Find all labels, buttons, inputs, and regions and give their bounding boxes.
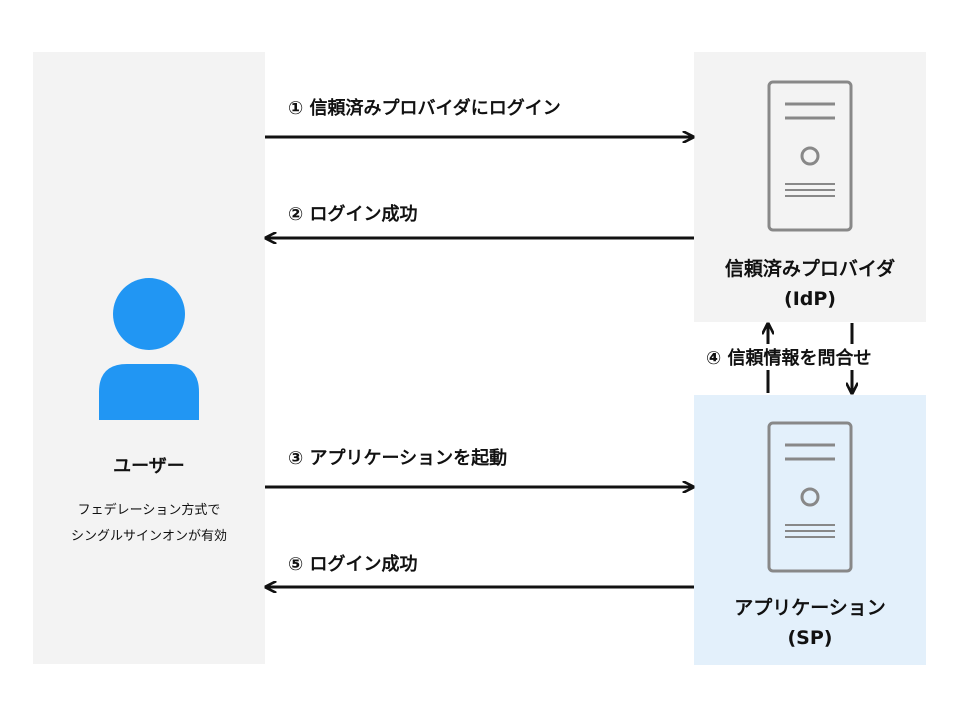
user-description-line1: フェデレーション方式で [77, 503, 221, 518]
step4-label: ④ 信頼情報を問合せ [704, 344, 874, 370]
step2-label: ② ログイン成功 [288, 204, 418, 225]
step1-label: ① 信頼済みプロバイダにログイン [288, 98, 561, 119]
user-icon [99, 278, 199, 420]
user-description-line2: シングルサインオンが有効 [70, 529, 227, 544]
sp-title-line2: (SP) [787, 627, 833, 649]
user-name: ユーザー [113, 456, 185, 477]
sp-server-icon [767, 421, 853, 573]
step3-label: ③ アプリケーションを起動 [288, 448, 508, 469]
step5-label: ⑤ ログイン成功 [288, 554, 418, 575]
idp-title-line1: 信頼済みプロバイダ [724, 258, 896, 280]
sp-panel: アプリケーション (SP) [694, 395, 926, 665]
sp-title: アプリケーション (SP) [694, 593, 926, 653]
idp-title: 信頼済みプロバイダ (IdP) [694, 254, 926, 314]
sp-title-line1: アプリケーション [734, 597, 886, 619]
idp-title-line2: (IdP) [784, 288, 836, 310]
idp-server-icon [767, 80, 853, 232]
user-description: フェデレーション方式で シングルサインオンが有効 [33, 498, 265, 550]
idp-panel: 信頼済みプロバイダ (IdP) [694, 52, 926, 322]
user-panel: ユーザー フェデレーション方式で シングルサインオンが有効 [33, 52, 265, 664]
